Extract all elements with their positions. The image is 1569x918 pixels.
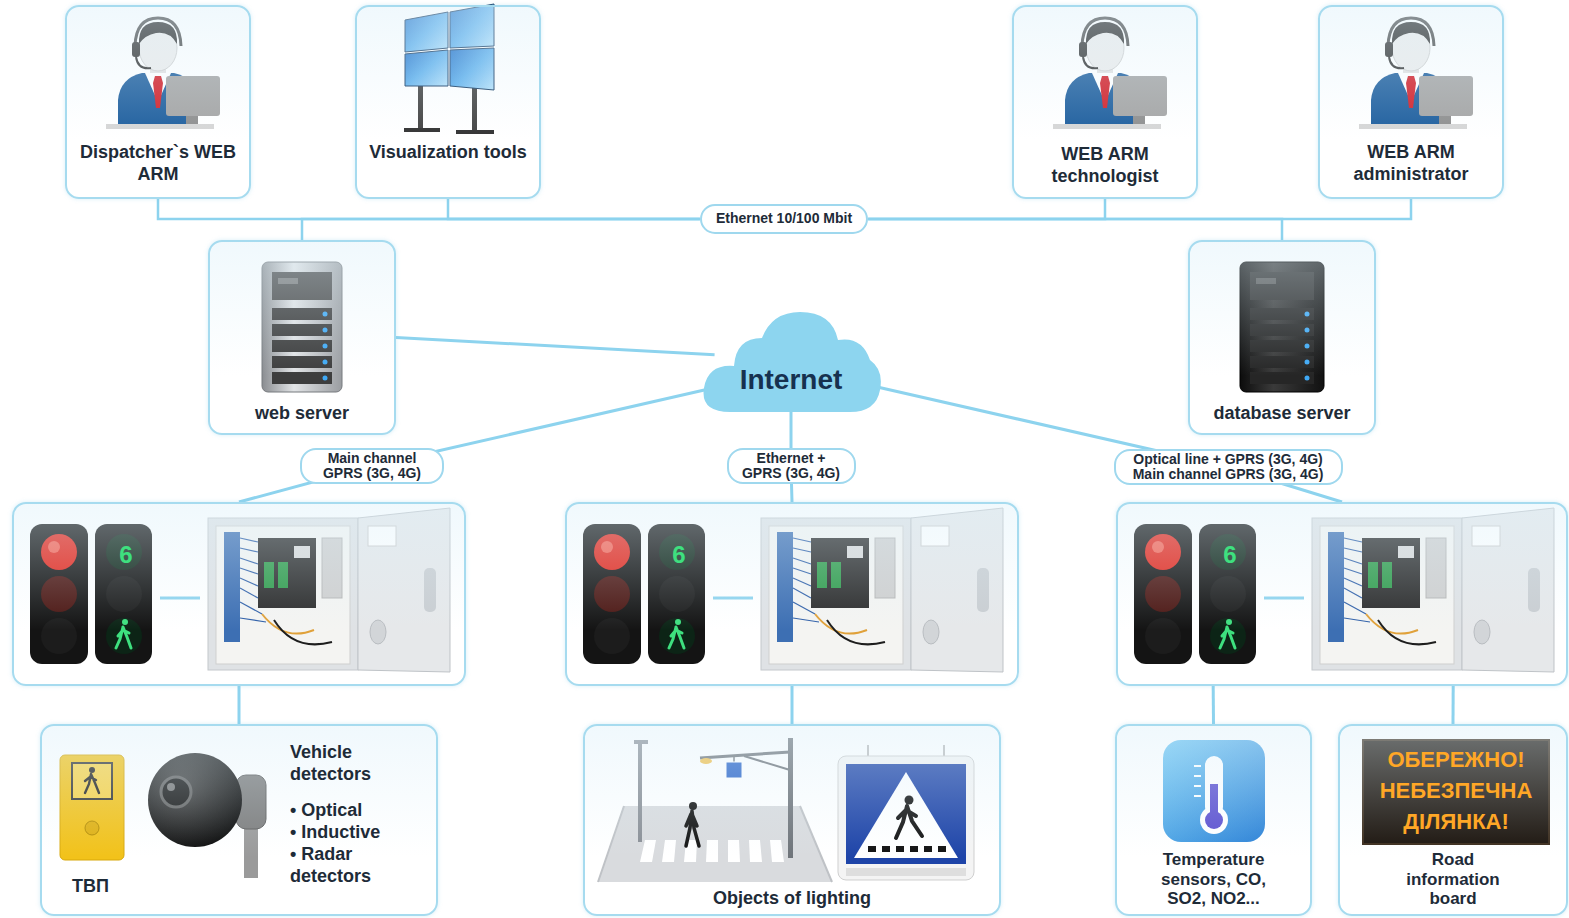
text-holder: database server <box>1196 403 1368 425</box>
connector <box>396 338 715 355</box>
sensor-box: Temperature sensors, CO, SO2, NO2... <box>1115 724 1312 916</box>
connector <box>868 199 1105 219</box>
node-text: Vehicle detectors <box>290 742 426 786</box>
controller-box: 6 <box>565 502 1019 686</box>
text-holder: web server <box>216 403 388 425</box>
connector <box>302 219 700 240</box>
board-message: ОБЕРЕЖНО! НЕБЕЗПЕЧНА ДІЛЯНКА! <box>1363 744 1549 837</box>
internet-cloud: Internet <box>700 308 882 412</box>
connector <box>448 199 700 219</box>
channel-label: Ethernet + GPRS (3G, 4G) <box>727 448 856 484</box>
node-text: 6 <box>1215 540 1245 569</box>
text-holder: Internet <box>700 363 882 397</box>
node-text: Internet <box>700 363 882 397</box>
connector <box>238 686 241 724</box>
node-text: Objects of lighting <box>595 888 989 910</box>
connector <box>868 199 1411 219</box>
node-text: 6 <box>664 540 694 569</box>
text-holder: WEB ARM technologist <box>1024 144 1186 188</box>
label-holder: Main channel GPRS (3G, 4G) <box>300 448 444 484</box>
connector <box>868 219 1282 240</box>
text-holder: Objects of lighting <box>595 888 989 910</box>
text-holder: 6 <box>111 540 141 569</box>
cloud-shape <box>700 308 882 412</box>
text-holder: • Optical <box>290 800 418 822</box>
node-text: WEB ARM technologist <box>1024 144 1186 188</box>
server-box: database server <box>1188 240 1376 435</box>
detector-box: ТВП Vehicle detectors • Optical• Inductive… <box>40 724 438 916</box>
connector <box>791 686 794 724</box>
operator-icon <box>106 18 1473 129</box>
channel-label: Optical line + GPRS (3G, 4G) Main channe… <box>1114 449 1343 485</box>
node-text: • Radar detectors <box>290 844 418 888</box>
text-holder: Temperature sensors, CO, SO2, NO2... <box>1143 850 1284 909</box>
text-holder: Dispatcher`s WEB ARM <box>77 142 239 186</box>
node-text: Ethernet 10/100 Mbit <box>716 210 852 227</box>
controller-box: 6 <box>12 502 466 686</box>
channel-label: Main channel GPRS (3G, 4G) <box>300 448 444 484</box>
label-holder: ОБЕРЕЖНО! НЕБЕЗПЕЧНА ДІЛЯНКА! <box>1363 744 1549 837</box>
connector <box>158 199 700 219</box>
node-text: Dispatcher`s WEB ARM <box>77 142 239 186</box>
visualization-box: Visualization tools <box>355 5 541 199</box>
text-holder: 6 <box>664 540 694 569</box>
text-holder: • Radar detectors <box>290 844 418 888</box>
label-holder: Optical line + GPRS (3G, 4G) Main channe… <box>1114 449 1343 485</box>
node-text: • Optical <box>290 800 418 822</box>
node-text: web server <box>216 403 388 425</box>
controller-box: 6 <box>1116 502 1568 686</box>
workstation-box: WEB ARM administrator <box>1318 5 1504 199</box>
node-text: Visualization tools <box>367 142 529 164</box>
text-holder: Vehicle detectors <box>290 742 426 786</box>
text-holder: WEB ARM administrator <box>1330 142 1492 186</box>
text-holder: Road information board <box>1393 850 1513 909</box>
node-text: 6 <box>111 540 141 569</box>
lighting-box: Objects of lighting <box>583 724 1001 916</box>
text-holder: Ethernet 10/100 Mbit <box>716 210 852 227</box>
node-text: Road information board <box>1393 850 1513 909</box>
workstation-box: WEB ARM technologist <box>1012 5 1198 199</box>
cloud-outline <box>704 312 881 412</box>
text-holder: Visualization tools <box>367 142 529 164</box>
node-text: Temperature sensors, CO, SO2, NO2... <box>1143 850 1284 909</box>
connector <box>1212 686 1215 724</box>
text-holder: ТВП <box>72 876 142 898</box>
server-box: web server <box>208 240 396 435</box>
label-holder: Ethernet + GPRS (3G, 4G) <box>727 448 856 484</box>
node-text: WEB ARM administrator <box>1330 142 1492 186</box>
node-text: database server <box>1196 403 1368 425</box>
text-holder: • Inductive <box>290 822 418 844</box>
connector <box>1452 686 1455 724</box>
node-text: ТВП <box>72 876 142 898</box>
network-bus-pill: Ethernet 10/100 Mbit <box>700 204 868 233</box>
node-text: • Inductive <box>290 822 418 844</box>
workstation-box: Dispatcher`s WEB ARM <box>65 5 251 199</box>
text-holder: 6 <box>1215 540 1245 569</box>
